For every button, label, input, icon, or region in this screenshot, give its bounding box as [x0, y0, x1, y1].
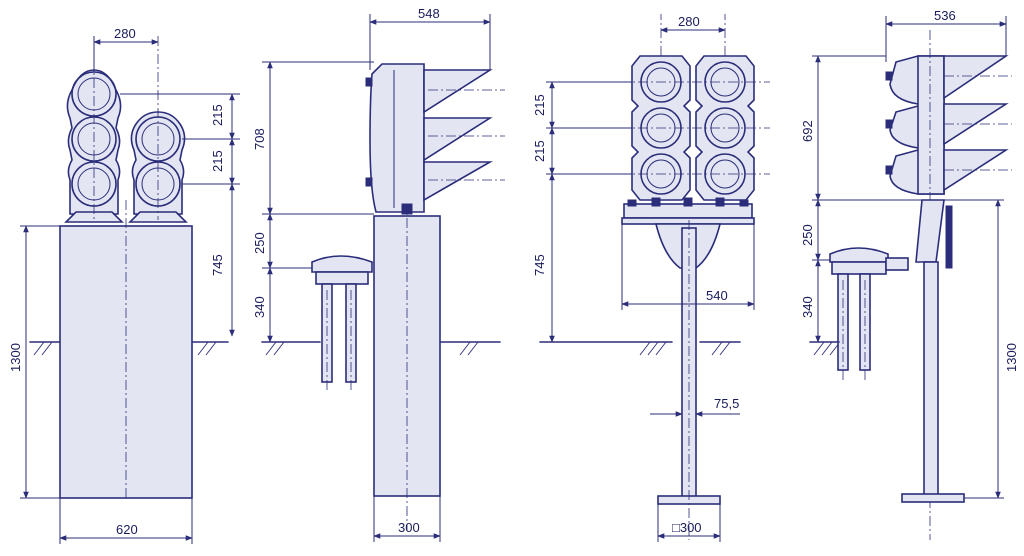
view-2-side-mast: 548 708 250 340 300 [252, 6, 505, 542]
dim-250-b: 250 [800, 224, 815, 246]
dim-540: 540 [706, 288, 728, 303]
dim-745-b: 745 [532, 254, 547, 276]
dim-1300: 1300 [8, 343, 23, 372]
dim-620: 620 [116, 522, 138, 537]
ground-hatch-4 [813, 341, 841, 356]
dim-548: 548 [418, 6, 440, 21]
dim-708: 708 [252, 128, 267, 150]
dim-340: 340 [252, 296, 267, 318]
dim-300: 300 [398, 520, 420, 535]
dim-340-b: 340 [800, 296, 815, 318]
dim-250: 250 [252, 232, 267, 254]
dim-280-b: 280 [678, 14, 700, 29]
ground-hatch-3 [639, 341, 731, 356]
dim-base-300: □300 [672, 520, 702, 535]
ground-hatch-2 [265, 341, 479, 356]
ground-hatch-1 [33, 341, 217, 356]
junction-box-2 [311, 255, 373, 390]
dim-215-a: 215 [210, 104, 225, 126]
dim-215-c: 215 [532, 94, 547, 116]
view-1-front-mast: 280 215 215 745 1300 620 [8, 26, 240, 544]
side-signal-head [369, 63, 425, 213]
view-3-front-post: 280 215 215 745 540 75,5 □300 [532, 14, 770, 542]
junction-box-4 [829, 247, 909, 380]
dim-1300-b: 1300 [1004, 343, 1019, 372]
side-post-bracket [915, 199, 945, 263]
dim-692: 692 [800, 120, 815, 142]
dim-536: 536 [934, 8, 956, 23]
dim-215-b: 215 [210, 150, 225, 172]
side-post-pole [923, 261, 939, 499]
side-post-head [885, 55, 1009, 195]
dim-280: 280 [114, 26, 136, 41]
dim-215-d: 215 [532, 140, 547, 162]
dim-75-5: 75,5 [714, 396, 739, 411]
dim-745: 745 [210, 254, 225, 276]
view-4-side-post: 536 692 250 340 1300 [800, 8, 1019, 540]
